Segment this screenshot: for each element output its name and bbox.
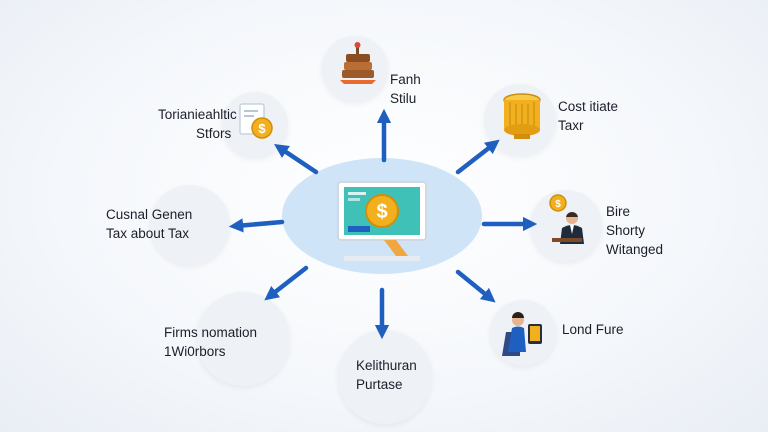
node-circle-bottom [338,330,432,424]
node-label-bottom-left: Firms nomation 1Wi0rbors [164,323,257,361]
node-circle-bottom-left [196,292,290,386]
node-label-line: 1Wi0rbors [164,344,226,359]
node-label-line: Witanged [606,242,664,257]
node-label-top: Fanh Stilu [390,70,421,108]
gold-coin-stack-icon [503,93,541,139]
node-label-line: Taxr [558,118,584,133]
businessman-coin-icon: $ [549,194,584,244]
node-label-top-left: Torianieahltic Stfors [158,105,237,143]
arrow-left [228,218,285,233]
coin-document-icon: $ [239,103,273,139]
arrow-bottom-left [264,265,309,301]
node-circle-left [150,185,230,265]
node-label-line: Stilu [390,91,417,106]
svg-text:$: $ [376,201,387,223]
node-label-line: Torianieahltic [158,107,237,122]
person-with-tablet-icon [502,312,542,356]
node-label-line: Kelithuran [356,358,417,373]
monitor-dollar-coin-icon: $ [337,181,427,261]
node-label-line: Shorty [606,223,646,238]
node-label-line: Lond Fure [562,322,624,337]
node-label-bottom-right: Lond Fure [562,320,624,339]
node-label-right: Bire Shorty Witanged [606,202,663,259]
node-label-line: Cost itiate [558,99,619,114]
node-label-top-right: Cost itiate Taxr [558,97,618,135]
node-label-line: Stfors [196,126,232,141]
arrow-bottom-right [455,269,496,303]
svg-text:$: $ [555,199,561,210]
node-label-line: Cusnal Genen [106,207,193,222]
node-label-line: Bire [606,204,631,219]
node-label-line: Firms nomation [164,325,258,340]
svg-text:$: $ [258,121,266,136]
stacked-books-icon [340,42,376,84]
node-label-bottom: Kelithuran Purtase [356,356,417,394]
arrow-top-left [274,144,319,175]
node-label-line: Fanh [390,72,421,87]
node-label-line: Purtase [356,377,403,392]
node-label-left: Cusnal Genen Tax about Tax [106,205,192,243]
arrow-top-right [455,139,500,175]
node-label-line: Tax about Tax [106,226,190,241]
